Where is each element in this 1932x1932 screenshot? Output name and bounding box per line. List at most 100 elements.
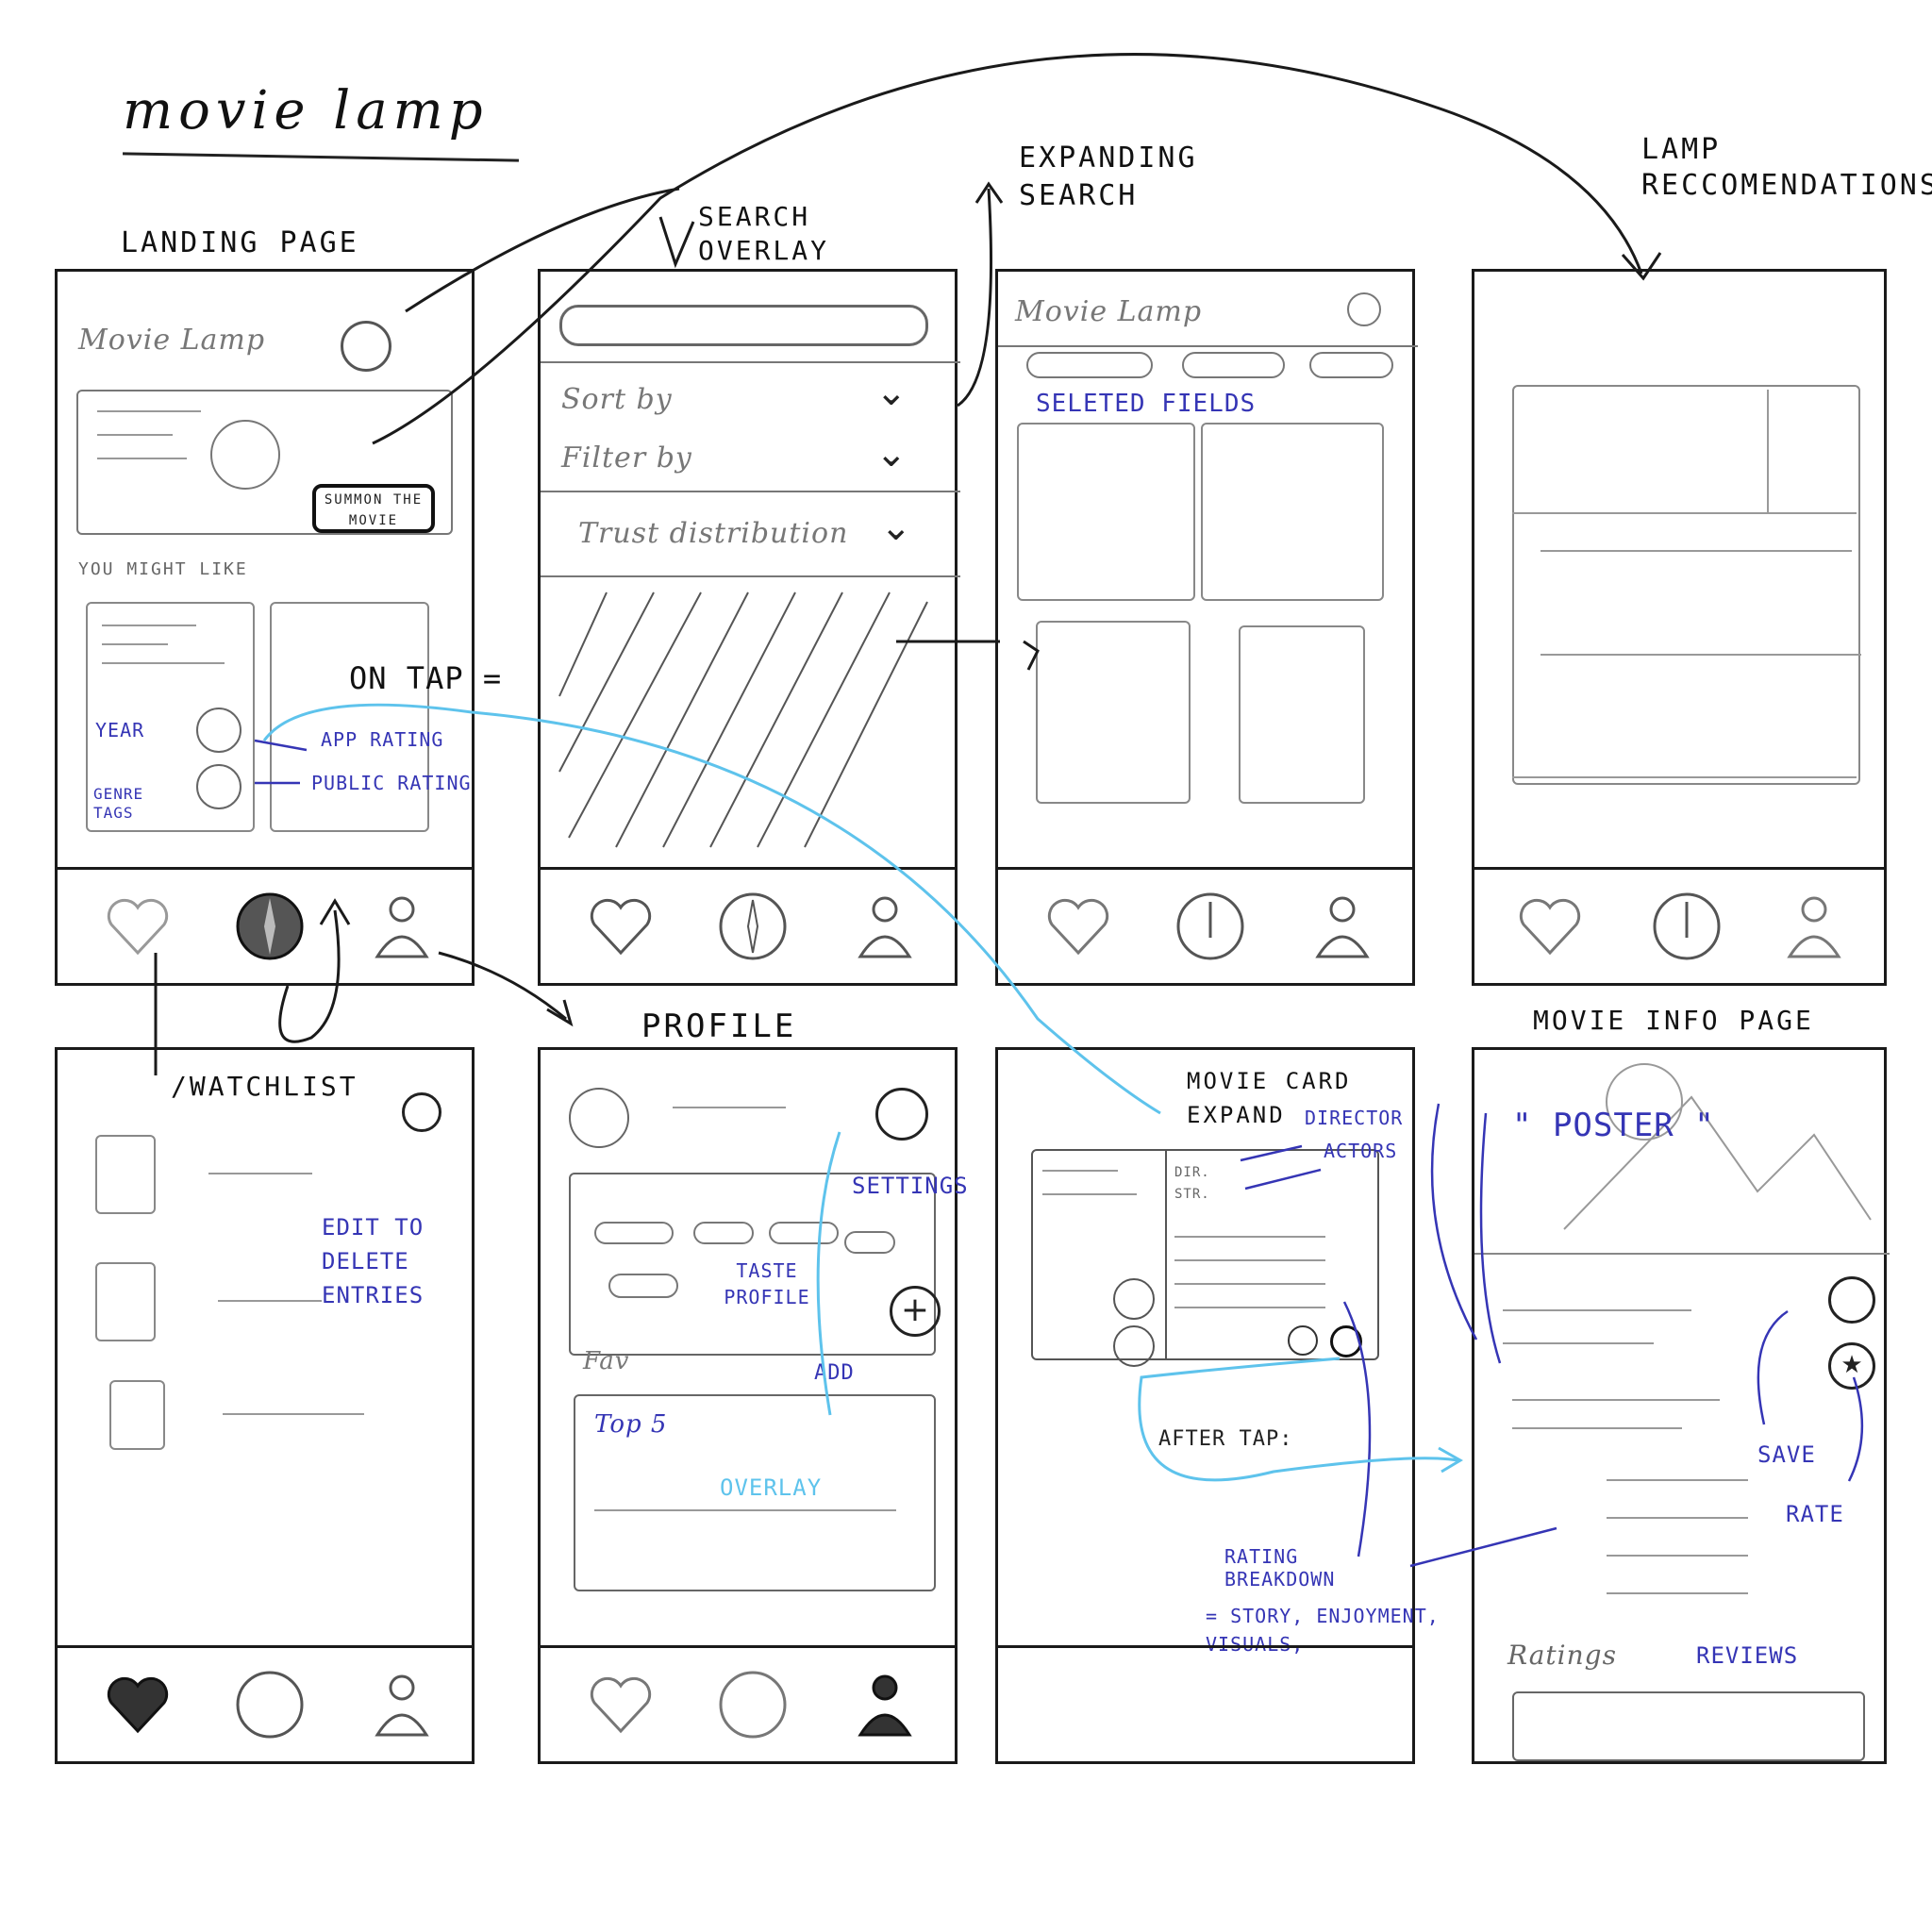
summon-movie-button[interactable]: SUMMON THE MOVIE (312, 484, 435, 533)
review-card[interactable] (1512, 1691, 1865, 1761)
heart-icon[interactable] (100, 1667, 175, 1742)
fav-list-card[interactable]: Top 5 (574, 1394, 936, 1591)
search-icon[interactable] (1347, 292, 1381, 326)
user-icon[interactable] (364, 889, 440, 964)
lamp-icon (210, 420, 280, 490)
chevron-down-icon[interactable]: ⌄ (875, 432, 908, 475)
compass-icon[interactable] (1173, 889, 1248, 964)
note-rate: RATE (1786, 1501, 1844, 1527)
app-rating-icon (196, 708, 242, 753)
compass-icon[interactable] (232, 1667, 308, 1742)
str-label: STR. (1174, 1187, 1210, 1202)
bottom-nav (998, 867, 1412, 983)
user-icon[interactable] (847, 1667, 923, 1742)
search-input[interactable] (559, 305, 928, 346)
expand-icon[interactable] (1330, 1325, 1362, 1357)
rating-slider[interactable] (1607, 1592, 1748, 1594)
label-search-overlay: SEARCH OVERLAY (698, 201, 830, 266)
label-movie-info-page: MOVIE INFO PAGE (1533, 1005, 1814, 1036)
note-settings: SETTINGS (852, 1173, 969, 1199)
compass-icon[interactable] (232, 889, 308, 964)
bottom-nav (541, 1645, 955, 1761)
note-edit-to-delete: EDIT TO DELETE ENTRIES (322, 1214, 425, 1308)
chevron-down-icon[interactable]: ⌄ (880, 506, 912, 549)
public-rating-icon (196, 764, 242, 809)
compass-icon[interactable] (715, 1667, 791, 1742)
edit-icon[interactable] (402, 1092, 441, 1132)
user-icon[interactable] (1305, 889, 1380, 964)
expanded-card[interactable]: DIR. STR. (1031, 1149, 1379, 1367)
taste-profile-card[interactable] (569, 1173, 936, 1356)
screen-movie-info: " POSTER " ★ SAVE RATE Ratings REVIEWS (1472, 1047, 1890, 1764)
heart-icon[interactable] (1288, 1325, 1318, 1356)
sketch-title: movie lamp (123, 80, 489, 142)
selected-field-chip[interactable] (1182, 352, 1285, 378)
recommendation-card[interactable] (1512, 385, 1860, 785)
screen-lamp-recommendations (1472, 269, 1887, 986)
arrow-card-to-expand (262, 703, 1161, 1115)
top-5-list[interactable]: Top 5 (594, 1410, 668, 1439)
heart-icon[interactable] (1512, 889, 1588, 964)
fav-label: Fav (583, 1347, 630, 1375)
note-public-rating: PUBLIC RATING (311, 772, 472, 794)
watchlist-thumb[interactable] (95, 1135, 156, 1214)
screen-watchlist: /WATCHLIST EDIT TO DELETE ENTRIES (55, 1047, 475, 1764)
result-tile[interactable] (1239, 625, 1365, 804)
bottom-nav (998, 1645, 1412, 1761)
label-lamp-recommendations: LAMP RECCOMENDATIONS (1641, 133, 1932, 202)
settings-icon[interactable] (875, 1088, 928, 1141)
heart-icon[interactable] (1041, 889, 1116, 964)
heart-icon[interactable] (100, 889, 175, 964)
avatar (569, 1088, 629, 1148)
heart-icon[interactable] (583, 889, 658, 964)
result-tile[interactable] (1201, 423, 1384, 601)
rate-star-icon[interactable]: ★ (1828, 1342, 1875, 1390)
user-icon[interactable] (847, 889, 923, 964)
watchlist-thumb[interactable] (109, 1380, 165, 1450)
rating-icon (1113, 1278, 1155, 1320)
label-landing-page: LANDING PAGE (121, 226, 359, 259)
poster-label: " POSTER " (1512, 1107, 1715, 1144)
result-tile[interactable] (1036, 621, 1191, 804)
trust-distribution-row[interactable]: Trust distribution (578, 517, 849, 550)
arrow-user-to-profile (438, 951, 567, 1021)
note-taste-profile: TASTE PROFILE (724, 1259, 810, 1308)
save-heart-icon[interactable] (1828, 1276, 1875, 1324)
arrow-summon-to-recs (372, 53, 1643, 445)
note-year: YEAR (95, 719, 145, 741)
selected-field-chip[interactable] (1026, 352, 1153, 378)
landing-app-name: Movie Lamp (78, 324, 266, 357)
rating-slider[interactable] (1607, 1517, 1748, 1519)
note-reviews: REVIEWS (1696, 1642, 1799, 1669)
expanding-app-name: Movie Lamp (1015, 295, 1203, 328)
screen-search-overlay: Sort by ⌄ Filter by ⌄ Trust distribution… (538, 269, 960, 986)
user-icon[interactable] (1776, 889, 1852, 964)
bottom-nav (58, 867, 472, 983)
compass-icon[interactable] (1649, 889, 1724, 964)
movie-card-2[interactable] (270, 602, 429, 832)
search-icon[interactable] (341, 321, 391, 372)
bottom-nav (541, 867, 955, 983)
filter-by-row[interactable]: Filter by (561, 441, 692, 475)
note-genre-tags: GENRE TAGS (93, 785, 144, 822)
you-might-like-heading: YOU MIGHT LIKE (78, 559, 248, 579)
selected-field-chip[interactable] (1309, 352, 1393, 378)
user-icon[interactable] (364, 1667, 440, 1742)
note-app-rating: APP RATING (321, 728, 444, 751)
result-tile[interactable] (1017, 423, 1195, 601)
watchlist-thumb[interactable] (95, 1262, 156, 1341)
sort-by-row[interactable]: Sort by (561, 383, 673, 416)
hero-banner[interactable]: SUMMON THE MOVIE (76, 390, 453, 535)
heart-icon[interactable] (583, 1667, 658, 1742)
note-on-tap: ON TAP = (349, 660, 503, 696)
movie-card-1[interactable]: YEAR GENRE TAGS (86, 602, 255, 832)
label-watchlist: /WATCHLIST (171, 1071, 358, 1102)
rating-slider[interactable] (1607, 1555, 1748, 1557)
compass-icon[interactable] (715, 889, 791, 964)
plus-icon[interactable]: + (890, 1286, 941, 1337)
note-selected-fields: SELETED FIELDS (1036, 390, 1257, 418)
rating-slider[interactable] (1607, 1479, 1748, 1481)
chevron-down-icon[interactable]: ⌄ (875, 371, 908, 414)
label-expanding-search: EXPANDING SEARCH (1019, 142, 1198, 212)
